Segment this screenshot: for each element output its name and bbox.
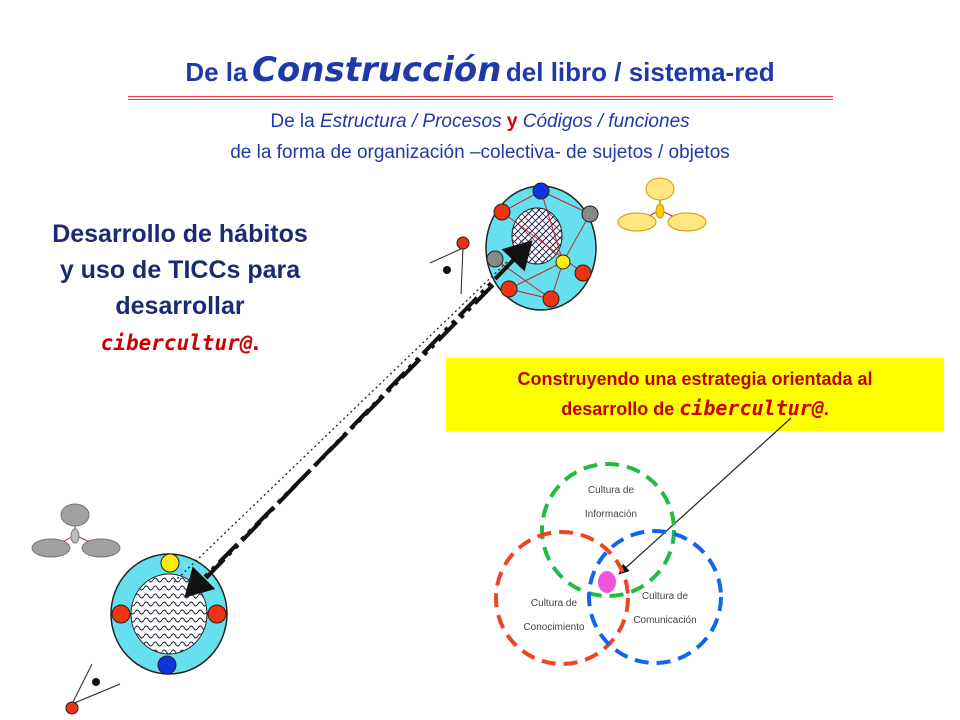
node-blue bbox=[532, 182, 550, 200]
left-heading-line-2: y uso de TICCs para bbox=[59, 256, 301, 284]
venn-diagram bbox=[494, 462, 723, 666]
node-red bbox=[207, 604, 227, 624]
left-heading-ciber: cibercultur@ bbox=[100, 331, 253, 355]
observer-eye-bottom bbox=[65, 663, 121, 715]
subtitle-codigos: Códigos / funciones bbox=[522, 111, 690, 132]
venn-label-comunicacion: Cultura de Comunicación bbox=[610, 585, 720, 633]
node-gray bbox=[486, 250, 504, 268]
venn-label-informacion: Cultura de Información bbox=[556, 479, 666, 527]
left-heading-line-1: Desarrollo de hábitos bbox=[52, 220, 308, 248]
strategy-line-2: desarrollo de bbox=[561, 399, 680, 419]
venn-label-conocimiento-1: Cultura de bbox=[530, 598, 578, 609]
dash-dot-arrow-to-bottom bbox=[184, 283, 495, 598]
title-part-3: del libro / sistema-red bbox=[505, 57, 775, 87]
left-heading-dot: . bbox=[252, 328, 260, 356]
left-heading-line-3: desarrollar bbox=[115, 292, 245, 320]
venn-circle-informacion bbox=[540, 462, 676, 598]
venn-label-conocimiento-2: Conocimiento bbox=[523, 622, 585, 633]
triad-icon-bottom-left bbox=[31, 503, 121, 558]
node-blue bbox=[157, 655, 177, 675]
connection-arrows bbox=[173, 240, 792, 598]
strategy-box: Construyendo una estrategia orientada al… bbox=[446, 358, 944, 431]
node-yellow bbox=[555, 254, 571, 270]
venn-intersection-dot bbox=[598, 571, 616, 593]
title-underline bbox=[128, 96, 833, 100]
node-yellow bbox=[160, 553, 180, 573]
node-red bbox=[574, 264, 592, 282]
left-heading: Desarrollo de hábitos y uso de TICCs par… bbox=[25, 216, 335, 361]
title-part-1: De la bbox=[185, 57, 248, 87]
venn-label-comunicacion-1: Cultura de bbox=[641, 591, 689, 602]
observer-eye-top bbox=[429, 236, 470, 295]
dash-dot-arrow-to-top bbox=[204, 240, 533, 580]
node-red bbox=[111, 604, 131, 624]
triad-icon-top-right bbox=[617, 177, 707, 232]
subtitle-prefix: De la bbox=[270, 111, 320, 132]
venn-label-comunicacion-2: Comunicación bbox=[633, 615, 697, 626]
strategy-line-1: Construyendo una estrategia orientada al bbox=[517, 369, 873, 389]
venn-circle-comunicacion bbox=[587, 529, 723, 665]
subtitle-line-2: de la forma de organización –colectiva- … bbox=[230, 142, 730, 163]
node-red bbox=[542, 290, 560, 308]
pointer-arrow bbox=[618, 417, 792, 575]
venn-label-informacion-1: Cultura de bbox=[587, 485, 635, 496]
network-node-top bbox=[485, 182, 599, 311]
subtitle-conjunction: y bbox=[501, 111, 523, 132]
dotted-link bbox=[173, 261, 508, 583]
node-gray bbox=[581, 205, 599, 223]
subtitle-line-1: De la Estructura / Procesos y Códigos / … bbox=[0, 111, 960, 133]
subtitle-estructura: Estructura / Procesos bbox=[320, 111, 502, 132]
venn-label-conocimiento: Cultura de Conocimiento bbox=[499, 592, 609, 640]
page-title: De la Construcción del libro / sistema-r… bbox=[0, 50, 960, 90]
strategy-ciber: cibercultur@ bbox=[679, 396, 824, 420]
venn-circle-conocimiento bbox=[494, 530, 630, 666]
venn-label-informacion-2: Información bbox=[584, 509, 638, 520]
strategy-dot: . bbox=[823, 399, 829, 419]
node-red bbox=[493, 203, 511, 221]
node-red bbox=[500, 280, 518, 298]
title-part-2: Construcción bbox=[251, 50, 502, 90]
